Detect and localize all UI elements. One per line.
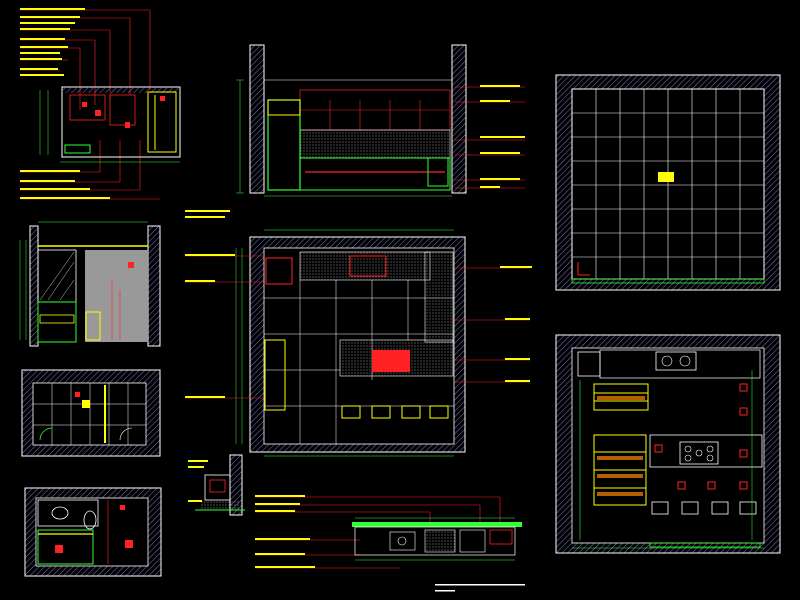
- kitchen-elevation-top: [236, 44, 525, 197]
- kfp-fridge: [577, 351, 601, 377]
- utility-plan-text-bars: [20, 8, 110, 199]
- kfp-dining-table: [593, 383, 649, 506]
- utility-plan: [20, 8, 181, 200]
- ceiling-room-tag: [658, 172, 674, 182]
- elev-tall-unit: [267, 99, 301, 191]
- utility-dimensions: [39, 90, 180, 163]
- kplan-tall-unit: [264, 339, 286, 411]
- elev-dimensions: [236, 79, 452, 197]
- elev-wall-left: [249, 44, 265, 194]
- title-block: [435, 584, 525, 592]
- tile-plan-floor: [32, 382, 147, 446]
- utility-counter: [147, 91, 177, 153]
- ceiling-plan-right: [555, 74, 781, 291]
- elev-backsplash-stone: [299, 129, 451, 159]
- kfp-sink: [655, 351, 697, 371]
- ceiling-grid: [572, 89, 764, 279]
- kfp-red-markers: [654, 383, 748, 490]
- counter-base: [354, 526, 516, 556]
- bathroom-plan-floor: [35, 497, 149, 567]
- kplan-dimensions: [235, 229, 454, 457]
- kplan-stools: [341, 405, 449, 419]
- counter-top: [352, 522, 522, 527]
- kitchen-plan-center: [185, 210, 532, 457]
- bathroom-toilet: [83, 510, 97, 530]
- kitchen-furniture-plan-right: [555, 334, 781, 554]
- tile-plan-left: [21, 369, 161, 457]
- bath-elevation-left: [19, 221, 161, 347]
- kplan-fridge: [265, 257, 293, 285]
- utility-fixture-sink: [69, 94, 106, 121]
- bathroom-basin: [51, 506, 69, 520]
- bathroom-shower-tray: [37, 529, 94, 565]
- utility-green-cabinet: [64, 144, 91, 154]
- bath-elev-wall-tile: [85, 250, 148, 342]
- utility-red-markers: [82, 96, 165, 128]
- bathroom-plan-left: [24, 487, 162, 577]
- kfp-cooktop: [679, 441, 719, 465]
- bathroom-vanity: [37, 499, 99, 527]
- kplan-counter-top: [299, 251, 431, 281]
- utility-fixture-appliance: [109, 94, 136, 126]
- kfp-stools: [651, 501, 757, 515]
- section-detail-small: [188, 454, 245, 516]
- bath-elev-toilet: [85, 311, 101, 341]
- elev-wall-right: [451, 44, 467, 194]
- bath-elev-vanity: [37, 301, 77, 343]
- counter-elevation-bottom: [255, 495, 525, 592]
- kplan-cooktop: [372, 350, 410, 372]
- kfp-island: [649, 434, 763, 468]
- ceiling-north-arrow: [577, 262, 590, 276]
- utility-wall-hatch: [62, 87, 180, 93]
- counter-oven: [424, 529, 456, 553]
- kplan-counter-side: [424, 251, 454, 343]
- elev-base-cabinets: [299, 157, 451, 191]
